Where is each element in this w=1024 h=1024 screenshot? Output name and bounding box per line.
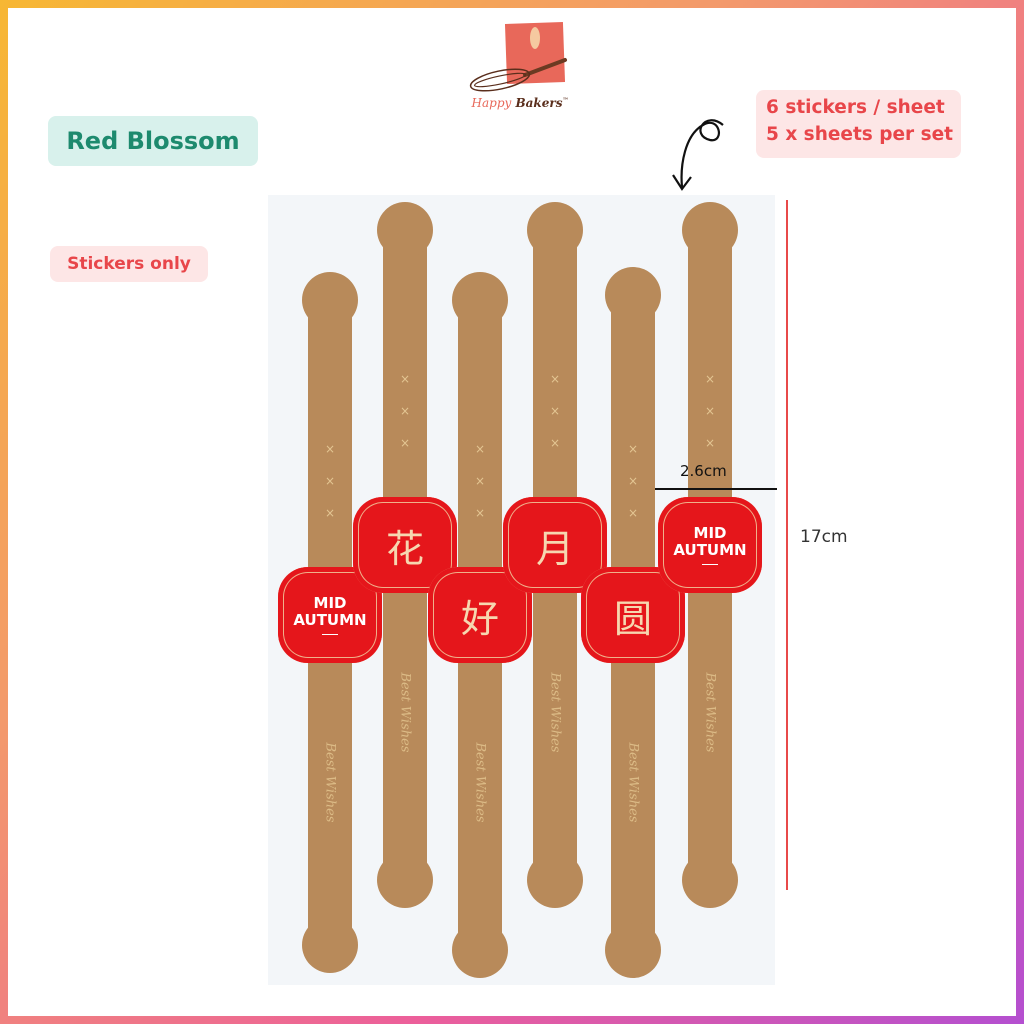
sticker-strip: × × × Best Wishes MID AUTUMN (278, 272, 382, 973)
cross-mark: × (627, 442, 639, 456)
badge-label: 好 (460, 596, 499, 641)
badge-label: 花 (385, 526, 424, 571)
strip-top-cap (527, 202, 583, 258)
cross-mark: × (324, 474, 336, 488)
strip-top-cap (452, 272, 508, 328)
best-wishes-script: Best Wishes (322, 742, 338, 823)
cross-mark: × (704, 436, 716, 450)
product-subtitle: Stickers only (50, 246, 208, 282)
whisk-icon (469, 27, 567, 92)
strip-bottom-cap (527, 852, 583, 908)
strip-bottom-cap (452, 922, 508, 978)
sticker-badge: 月 (503, 497, 607, 593)
cross-mark: × (324, 442, 336, 456)
badge-label: 月 (535, 526, 574, 571)
cross-mark: × (399, 404, 411, 418)
best-wishes-script: Best Wishes (625, 742, 641, 823)
strip-top-cap (605, 267, 661, 323)
brand-name: Happy Bakers™ (455, 96, 585, 110)
stickers-per-sheet: 6 stickers / sheet (766, 97, 945, 118)
curly-arrow-icon (672, 119, 724, 191)
brand-bakers: Bakers (515, 96, 563, 110)
cross-mark: × (704, 404, 716, 418)
badge-label: 圆 (613, 596, 652, 641)
strip-top-cap (302, 272, 358, 328)
strip-bottom-cap (302, 917, 358, 973)
sticker-badge: 花 (353, 497, 457, 593)
best-wishes-script: Best Wishes (397, 672, 413, 753)
product-title: Red Blossom (48, 116, 258, 166)
cross-mark: × (549, 436, 561, 450)
cross-mark: × (399, 372, 411, 386)
cross-mark: × (324, 506, 336, 520)
sticker-strip: × × × Best Wishes 好 (428, 272, 532, 978)
cross-mark: × (627, 474, 639, 488)
cross-mark: × (627, 506, 639, 520)
strip-top-cap (682, 202, 738, 258)
width-label: 2.6cm (680, 462, 727, 480)
brand-tm: ™ (562, 97, 569, 104)
strip-bottom-cap (605, 922, 661, 978)
best-wishes-script: Best Wishes (547, 672, 563, 753)
height-measure-line (786, 200, 788, 890)
best-wishes-script: Best Wishes (702, 672, 718, 753)
cross-mark: × (549, 404, 561, 418)
strip-bottom-cap (682, 852, 738, 908)
strip-top-cap (377, 202, 433, 258)
cross-mark: × (474, 506, 486, 520)
sticker-strip: × × × Best Wishes 月 (503, 202, 607, 908)
cross-mark: × (474, 474, 486, 488)
badge-label: MID AUTUMN (658, 525, 762, 565)
cross-mark: × (704, 372, 716, 386)
width-measure-line (655, 488, 777, 490)
sticker-badge: MID AUTUMN (658, 497, 762, 593)
best-wishes-script: Best Wishes (472, 742, 488, 823)
sticker-strip: × × × Best Wishes 圆 (581, 267, 685, 978)
badge-label: MID AUTUMN (278, 595, 382, 635)
sheet-info: 6 stickers / sheet 5 x sheets per set (756, 90, 961, 158)
sticker-strip: × × × Best Wishes MID AUTUMN (658, 202, 762, 908)
cross-mark: × (549, 372, 561, 386)
height-label: 17cm (800, 527, 848, 547)
sticker-strip: × × × Best Wishes 花 (353, 202, 457, 908)
cross-mark: × (474, 442, 486, 456)
brand-happy: Happy (471, 96, 512, 110)
happy-bakers-logo: Happy Bakers™ (455, 20, 585, 125)
strip-bottom-cap (377, 852, 433, 908)
cross-mark: × (399, 436, 411, 450)
sheets-per-set: 5 x sheets per set (766, 124, 954, 145)
